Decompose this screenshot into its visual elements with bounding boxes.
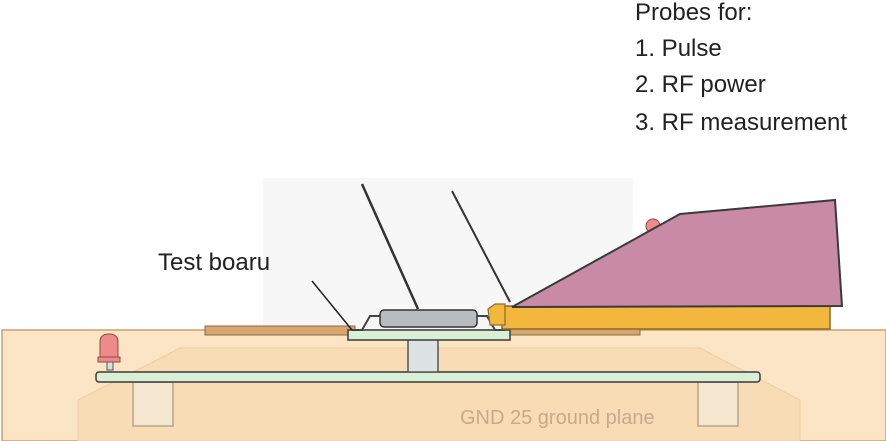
contact-pad-left [204,325,356,336]
center-post [407,338,439,373]
test-board [347,329,511,341]
led-indicator [99,333,119,360]
fixture-inner-recess [77,347,801,441]
ground-plane-board [95,371,761,383]
led-base [97,356,121,363]
test-board-label: Test boaru [158,249,271,276]
probe-item-pulse: 1. Pulse [635,35,722,62]
chip [379,309,478,328]
probes-heading: Probes for: [635,0,753,26]
support-foot-right [697,381,739,427]
probe-needle-left [360,183,420,310]
probe-item-rf-power: 2. RF power [635,71,766,98]
probe-needle-right [451,190,511,303]
test-board-leader-line [311,280,353,331]
probe-item-rf-measurement: 3. RF measurement [635,109,848,136]
clamp-base [501,305,831,330]
clamp-tip [487,303,506,326]
clamp-body [511,198,844,308]
support-foot-left [132,381,174,427]
ground-plane-label: GND 25 ground plane [460,407,655,429]
